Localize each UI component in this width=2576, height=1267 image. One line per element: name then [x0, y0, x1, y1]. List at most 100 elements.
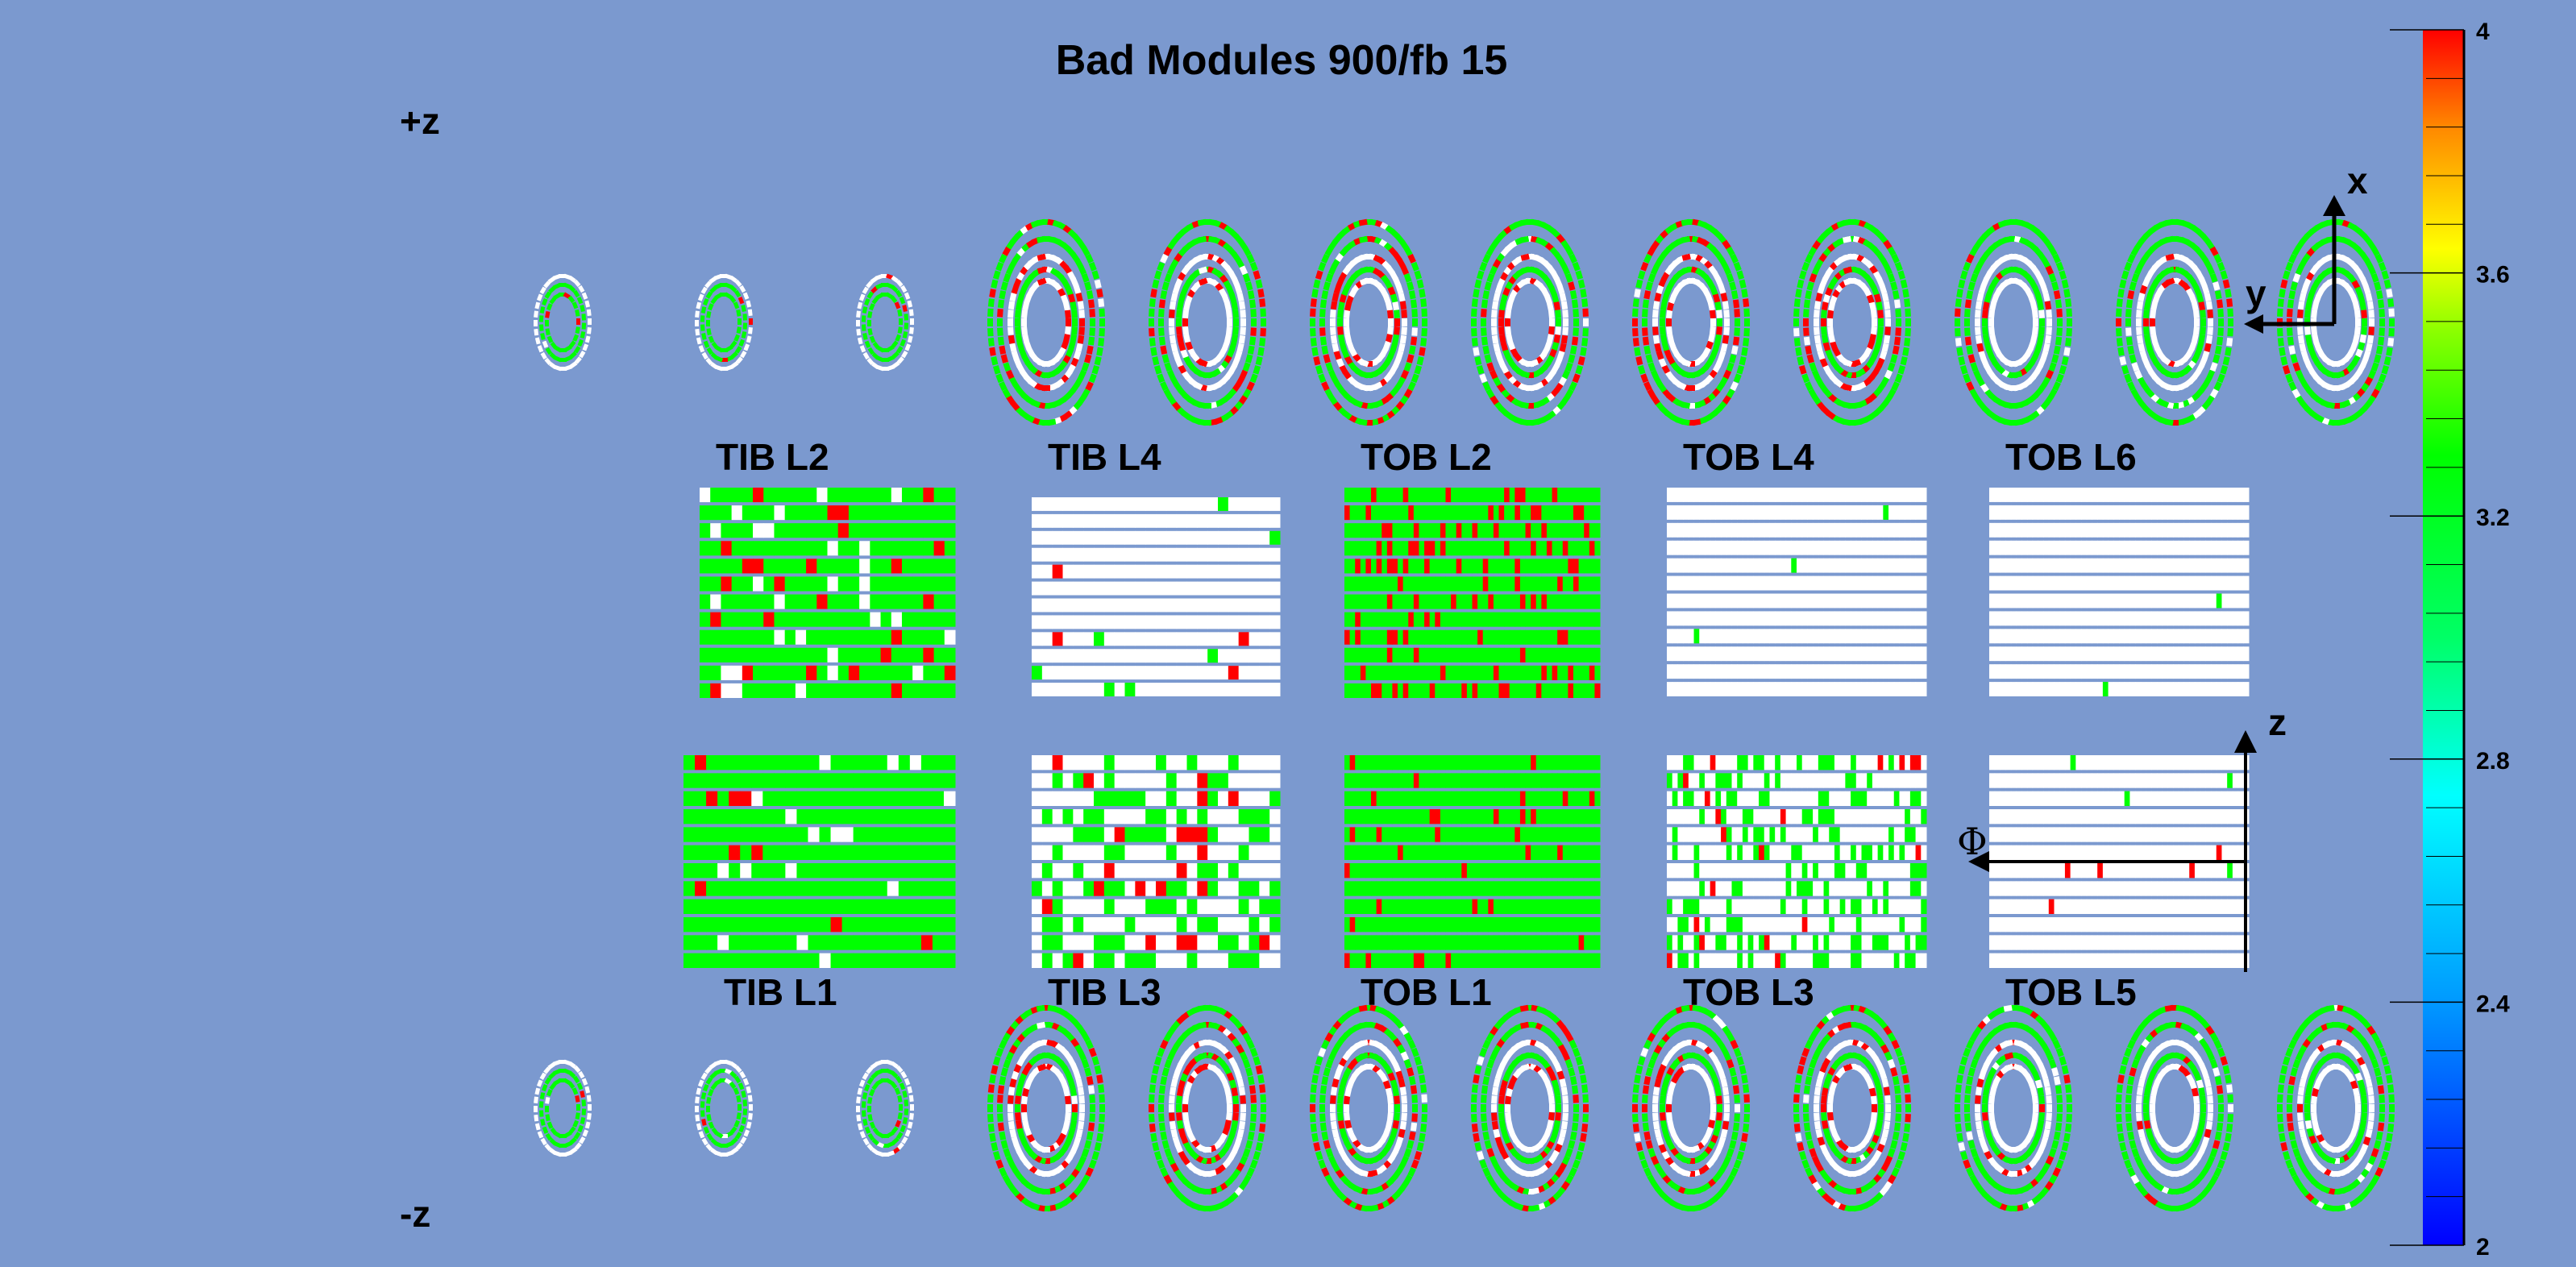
- module-cell: [1251, 1104, 1257, 1112]
- module-cell: [1392, 334, 1400, 343]
- module-cell: [1005, 369, 1015, 380]
- module-cell: [944, 505, 956, 521]
- module-cell: [2165, 266, 2175, 275]
- module-cell: [2027, 294, 2036, 305]
- module-cell: [1403, 362, 1412, 372]
- module-cell: [1414, 270, 1423, 280]
- module-cell: [548, 1072, 556, 1080]
- module-cell: [1406, 281, 1415, 291]
- module-cell: [1072, 1104, 1078, 1112]
- module-cell: [1959, 364, 1968, 375]
- module-cell: [1887, 362, 1896, 372]
- module-cell: [870, 612, 882, 627]
- module-cell: [1497, 357, 1506, 368]
- module-cell: [1707, 334, 1715, 343]
- module-cell: [1902, 1132, 1909, 1142]
- module-cell: [1325, 1148, 1334, 1158]
- module-cell: [2201, 1070, 2210, 1080]
- module-cell: [2004, 1021, 2013, 1029]
- module-cell: [2134, 395, 2144, 405]
- module-cell: [1654, 343, 1662, 352]
- module-cell: [1079, 318, 1085, 326]
- module-cell: [1741, 347, 1748, 356]
- module-cell: [1632, 318, 1638, 326]
- module-cell: [1260, 308, 1266, 317]
- module-cell: [1964, 318, 1970, 326]
- module-cell: [891, 285, 899, 293]
- module-cell: [741, 305, 746, 313]
- module-cell: [1984, 363, 1993, 374]
- module-cell: [539, 286, 546, 295]
- module-cell: [563, 1068, 571, 1075]
- module-cell: [568, 340, 576, 348]
- module-cell: [886, 273, 894, 280]
- module-cell: [763, 505, 775, 521]
- module-cell: [1717, 1104, 1722, 1112]
- module-cell: [742, 594, 754, 609]
- module-cell: [1879, 351, 1888, 360]
- module-cell: [737, 318, 742, 325]
- module-cell: [1238, 334, 1246, 344]
- module-cell: [1242, 272, 1251, 283]
- module-cell: [784, 576, 796, 592]
- module-cell: [1485, 246, 1495, 256]
- module-cell: [1571, 1122, 1579, 1132]
- module-cell: [891, 340, 899, 348]
- module-cell: [1174, 277, 1183, 288]
- module-cell: [1077, 301, 1085, 310]
- module-cell: [1581, 1123, 1589, 1132]
- module-cell: [1421, 1114, 1427, 1123]
- module-cell: [1333, 285, 1342, 294]
- module-cell: [2171, 372, 2179, 378]
- module-cell: [1827, 1104, 1833, 1112]
- module-cell: [2196, 293, 2204, 303]
- module-cell: [560, 1153, 567, 1157]
- module-cell: [581, 322, 587, 330]
- module-cell: [1714, 301, 1722, 311]
- module-cell: [1231, 1087, 1239, 1097]
- module-cell: [1008, 376, 1018, 387]
- module-cell: [1088, 261, 1097, 272]
- module-cell: [2304, 326, 2311, 335]
- module-cell: [891, 505, 903, 521]
- module-cell: [1339, 293, 1348, 303]
- module-cell: [738, 1124, 746, 1133]
- module-cell: [2217, 1095, 2224, 1103]
- module-cell: [1403, 272, 1412, 283]
- module-cell: [746, 1121, 752, 1129]
- module-cell: [2136, 1112, 2142, 1121]
- module-cell: [1149, 1104, 1154, 1112]
- module-cell: [2378, 373, 2387, 384]
- module-cell: [1260, 1094, 1266, 1103]
- module-cell: [1966, 1076, 1974, 1086]
- module-cell: [2143, 1111, 2150, 1121]
- module-cell: [1158, 1085, 1166, 1095]
- module-cell: [1003, 1058, 1012, 1069]
- module-cell: [1386, 1095, 1394, 1105]
- module-cell: [895, 279, 904, 288]
- module-cell: [2374, 1140, 2382, 1149]
- module-cell: [2304, 1111, 2311, 1121]
- module-cell: [1743, 1123, 1750, 1132]
- module-cell: [1883, 1120, 1891, 1130]
- module-cell: [1818, 382, 1828, 393]
- module-cell: [1714, 1087, 1722, 1097]
- module-cell: [1158, 318, 1164, 326]
- module-cell: [2033, 1104, 2038, 1112]
- module-cell: [1572, 261, 1581, 272]
- module-cell: [1228, 271, 1237, 281]
- module-cell: [1637, 270, 1646, 280]
- module-cell: [1152, 1065, 1160, 1074]
- module-cell: [1637, 1056, 1646, 1066]
- module-cell: [700, 612, 711, 627]
- module-cell: [695, 310, 700, 318]
- module-cell: [534, 320, 538, 326]
- module-cell: [1015, 334, 1023, 343]
- module-cell: [1160, 290, 1168, 300]
- module-cell: [1399, 334, 1407, 344]
- module-cell: [1640, 373, 1649, 384]
- module-cell: [1667, 301, 1675, 311]
- module-cell: [1877, 1095, 1884, 1105]
- module-cell: [1843, 1052, 1853, 1061]
- module-cell: [2192, 1111, 2200, 1121]
